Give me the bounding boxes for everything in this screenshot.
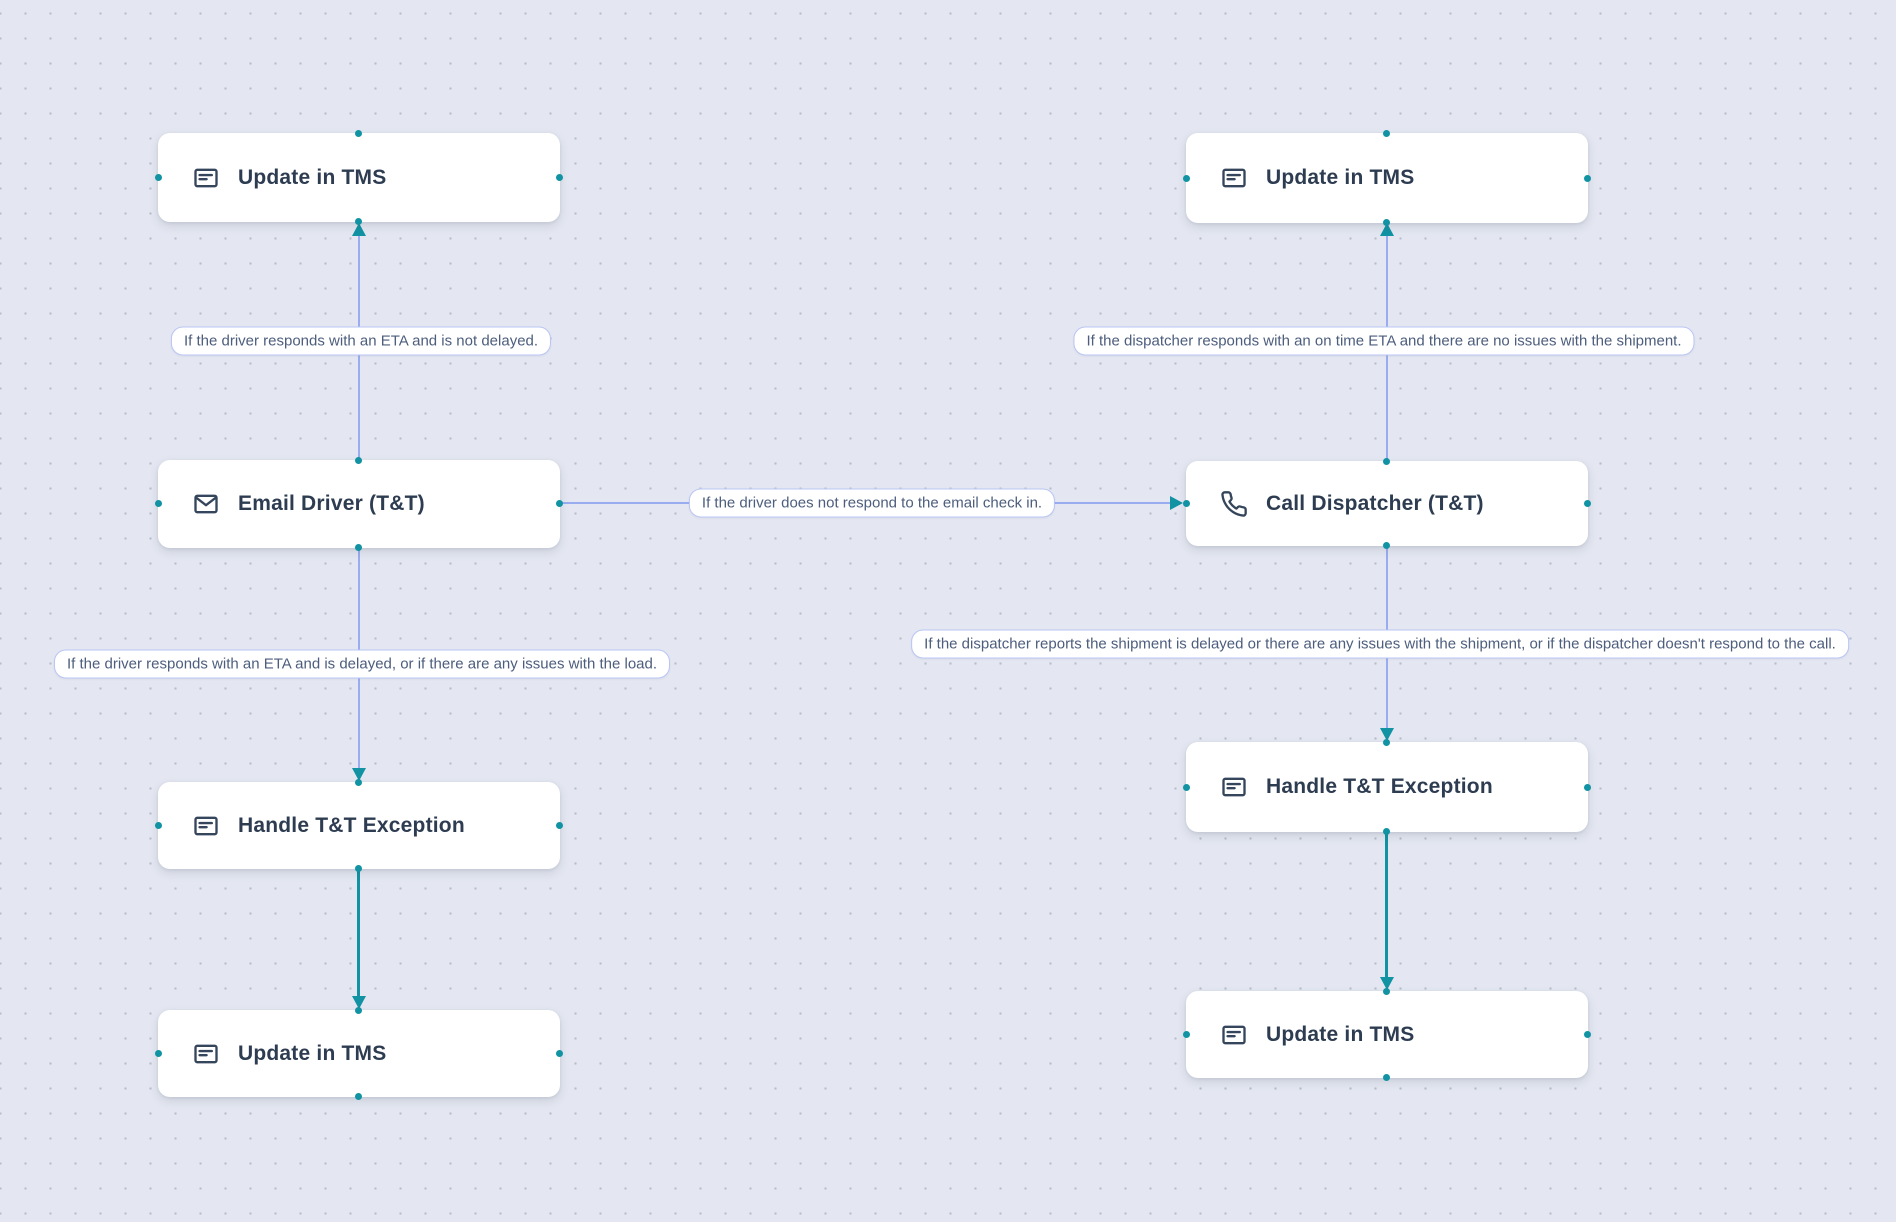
edge-label-driver-delayed[interactable]: If the driver responds with an ETA and i… <box>53 649 671 679</box>
node-handle-exception-right[interactable]: Handle T&T Exception <box>1183 739 1591 835</box>
node-title: Email Driver (T&T) <box>238 492 425 515</box>
handle-bottom[interactable] <box>355 865 362 872</box>
note-icon <box>192 812 220 840</box>
edge-exception-to-update-left[interactable] <box>357 869 360 997</box>
handle-bottom[interactable] <box>1383 542 1390 549</box>
handle-bottom[interactable] <box>355 218 362 225</box>
handle-right[interactable] <box>556 822 563 829</box>
handle-right[interactable] <box>556 174 563 181</box>
handle-right[interactable] <box>1584 1031 1591 1038</box>
handle-right[interactable] <box>1584 500 1591 507</box>
node-update-in-tms-top-right[interactable]: Update in TMS <box>1183 130 1591 226</box>
handle-bottom[interactable] <box>1383 828 1390 835</box>
arrowhead-up <box>1380 223 1394 236</box>
arrowhead-down <box>352 996 366 1009</box>
arrowhead-down <box>1380 728 1394 741</box>
handle-bottom[interactable] <box>1383 219 1390 226</box>
handle-bottom[interactable] <box>1383 1074 1390 1081</box>
phone-icon <box>1220 490 1248 518</box>
handle-left[interactable] <box>155 1050 162 1057</box>
handle-bottom[interactable] <box>355 544 362 551</box>
handle-top[interactable] <box>1383 130 1390 137</box>
edge-label-driver-no-response[interactable]: If the driver does not respond to the em… <box>688 488 1056 518</box>
handle-left[interactable] <box>1183 175 1190 182</box>
node-title: Handle T&T Exception <box>1266 775 1493 798</box>
handle-top[interactable] <box>355 779 362 786</box>
node-update-in-tms-bottom-right[interactable]: Update in TMS <box>1183 988 1591 1081</box>
node-title: Update in TMS <box>1266 1022 1415 1046</box>
edge-label-dispatcher-on-time[interactable]: If the dispatcher responds with an on ti… <box>1073 326 1695 356</box>
handle-bottom[interactable] <box>355 1093 362 1100</box>
handle-right[interactable] <box>556 500 563 507</box>
handle-left[interactable] <box>155 174 162 181</box>
arrowhead-down <box>1380 977 1394 990</box>
arrowhead-down <box>352 768 366 781</box>
note-icon <box>1220 1021 1248 1049</box>
node-title: Handle T&T Exception <box>238 813 465 837</box>
handle-top[interactable] <box>355 1007 362 1014</box>
node-title: Update in TMS <box>1266 166 1415 189</box>
handle-top[interactable] <box>1383 739 1390 746</box>
node-title: Update in TMS <box>238 1041 387 1065</box>
note-icon <box>192 1040 220 1068</box>
node-email-driver[interactable]: Email Driver (T&T) <box>155 457 563 551</box>
handle-right[interactable] <box>556 1050 563 1057</box>
handle-left[interactable] <box>1183 1031 1190 1038</box>
arrowhead-up <box>352 223 366 236</box>
handle-top[interactable] <box>355 457 362 464</box>
handle-right[interactable] <box>1584 784 1591 791</box>
handle-top[interactable] <box>1383 988 1390 995</box>
handle-left[interactable] <box>1183 500 1190 507</box>
note-icon <box>1220 164 1248 192</box>
note-icon <box>192 164 220 192</box>
handle-top[interactable] <box>355 130 362 137</box>
handle-left[interactable] <box>155 822 162 829</box>
node-handle-exception-left[interactable]: Handle T&T Exception <box>155 779 563 872</box>
node-title: Update in TMS <box>238 165 387 189</box>
handle-top[interactable] <box>1383 458 1390 465</box>
node-update-in-tms-top-left[interactable]: Update in TMS <box>155 130 563 225</box>
handle-left[interactable] <box>1183 784 1190 791</box>
edge-label-driver-on-time[interactable]: If the driver responds with an ETA and i… <box>170 326 552 356</box>
mail-icon <box>192 490 220 518</box>
handle-left[interactable] <box>155 500 162 507</box>
arrowhead-right <box>1170 496 1183 510</box>
handle-right[interactable] <box>1584 175 1591 182</box>
edge-label-dispatcher-delayed[interactable]: If the dispatcher reports the shipment i… <box>911 629 1849 659</box>
node-title: Call Dispatcher (T&T) <box>1266 491 1484 515</box>
edge-exception-to-update-right[interactable] <box>1385 832 1388 978</box>
note-icon <box>1220 773 1248 801</box>
node-update-in-tms-bottom-left[interactable]: Update in TMS <box>155 1007 563 1100</box>
node-call-dispatcher[interactable]: Call Dispatcher (T&T) <box>1183 458 1591 549</box>
